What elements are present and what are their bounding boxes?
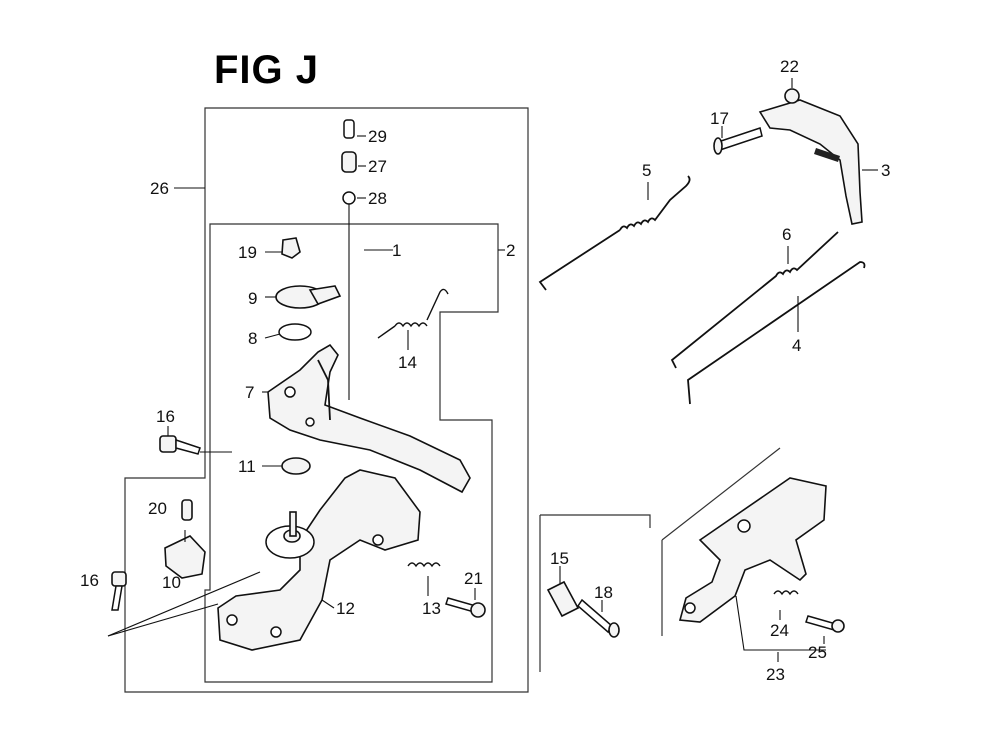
callout-1: 1 [392,241,401,260]
part-27-nut [341,151,357,173]
frame-bolt-group [540,514,651,528]
callout-21: 21 [464,569,483,588]
callout-15: 15 [550,549,569,568]
callout-12: 12 [336,599,355,618]
callout-6: 6 [782,225,791,244]
part-3-bracket [713,78,878,225]
callout-16-lower: 16 [80,571,99,590]
callout-17: 17 [710,109,729,128]
callout-22: 22 [780,57,799,76]
adjust-screw-stack [341,119,366,400]
part-13-spring [407,562,441,596]
assembly-frames [124,107,651,693]
part-16-upper-bolt [159,426,201,455]
callout-14: 14 [398,353,417,372]
part-12-base-bracket [217,469,421,651]
part-14-spring [377,288,449,350]
callout-2: 2 [506,241,515,260]
callout-5: 5 [642,161,651,180]
part-20-screw [181,499,193,521]
callout-23: 23 [766,665,785,684]
part-18-bolt [577,598,620,638]
callout-13: 13 [422,599,441,618]
callout-4: 4 [792,336,801,355]
part-23-lever-assembly [661,447,845,662]
part-11-washer [200,451,311,475]
callout-16-upper: 16 [156,407,175,426]
part-17-bolt [717,127,763,151]
part-5-spring-rod [538,175,691,291]
part-8-washer [278,323,312,341]
part-28-washer [342,191,356,205]
callout-10: 10 [162,573,181,592]
part-19-nut [281,237,301,259]
part-15-collar [546,566,580,618]
callout-labels: 1 2 3 4 5 6 7 8 9 10 11 12 13 14 15 16 1… [80,57,890,684]
part-29-screw [343,119,355,139]
callout-11: 11 [238,457,256,476]
callout-18: 18 [594,583,613,602]
part-21-screw [445,588,486,618]
callout-29: 29 [368,127,387,146]
pivot-stack [264,237,342,341]
part-7-control-lever [262,343,471,494]
callout-9: 9 [248,289,257,308]
callout-20: 20 [148,499,167,518]
callout-8: 8 [248,329,257,348]
callout-24: 24 [770,621,789,640]
part-16-lower-bolt [107,571,261,637]
callout-27: 27 [368,157,387,176]
frame-inner [204,223,499,683]
part-22-nut [784,88,800,104]
part-24-spring [773,590,799,596]
frame-outer [124,107,529,693]
callout-19: 19 [238,243,257,262]
figure-title: FIG J [214,48,320,92]
part-6-rod [670,231,839,369]
callout-7: 7 [245,383,254,402]
callout-26: 26 [150,179,169,198]
callout-3: 3 [881,161,890,180]
part-10-clamp [164,499,206,579]
callout-25: 25 [808,643,827,662]
callout-28: 28 [368,189,387,208]
part-4-rod [687,261,866,405]
